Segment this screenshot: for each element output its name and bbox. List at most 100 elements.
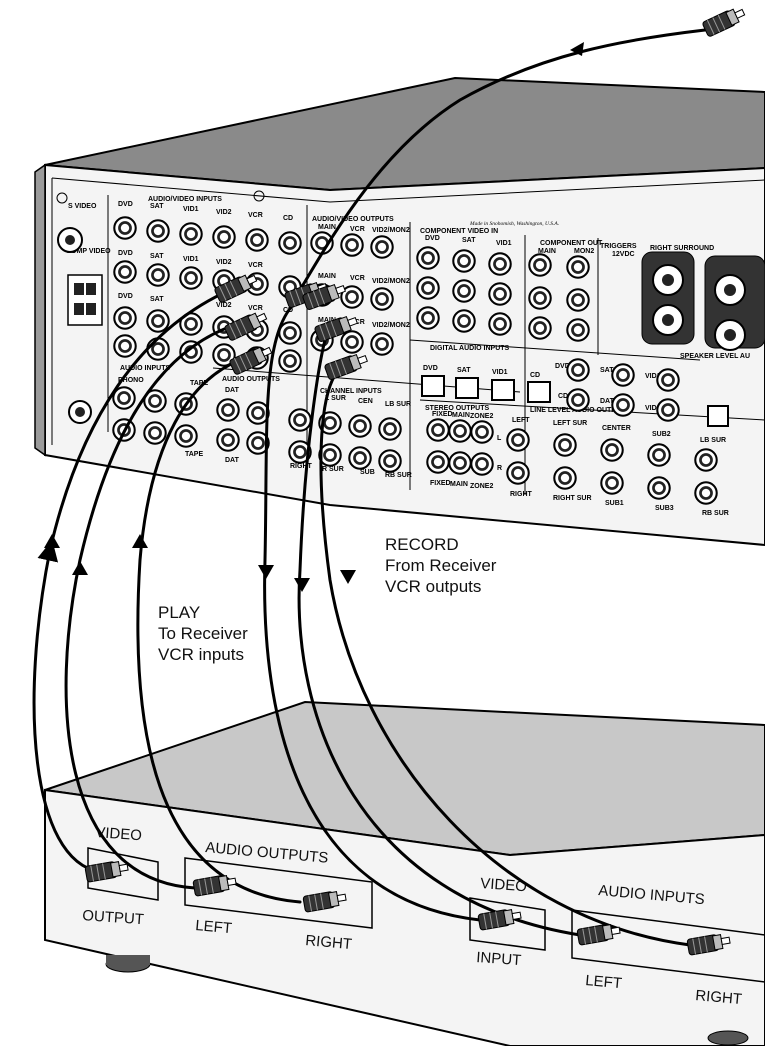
jack-label-zone2: ZONE2: [470, 413, 493, 420]
rca-jack: [648, 444, 670, 466]
jack-label-vid2mon2-1: VID2/MON2: [372, 227, 410, 234]
jack-label-sat-d: SAT: [457, 367, 471, 374]
rca-jack: [371, 236, 393, 258]
label-made-in: Made in Snohomish, Washington, U.S.A.: [469, 221, 559, 227]
rca-jack: [213, 226, 235, 248]
rca-jack: [114, 307, 136, 329]
jack-label-vid2-1: VID2: [216, 209, 232, 216]
rca-jack: [147, 310, 169, 332]
jack-label-vcr-2: VCR: [248, 262, 263, 269]
jack-label-fixed-2: FIXED: [430, 480, 451, 487]
jack-label-sub: SUB: [360, 469, 375, 476]
label-digital-audio-inputs: DIGITAL AUDIO INPUTS: [430, 345, 510, 352]
vcr-video-input-title: VIDEO: [480, 875, 528, 895]
rca-jack: [371, 288, 393, 310]
jack-label-fixed: FIXED: [432, 411, 453, 418]
rca-jack: [489, 283, 511, 305]
label-av-inputs: AUDIO/VIDEO INPUTS: [148, 196, 222, 203]
jack-label-l: L: [497, 435, 502, 442]
jack-label-vcr-o1: VCR: [350, 226, 365, 233]
annotation-record: RECORD From Receiver VCR outputs: [385, 534, 496, 597]
rca-jack: [341, 331, 363, 353]
jack-label-cd-1: CD: [283, 215, 293, 222]
label-av-outputs: AUDIO/VIDEO OUTPUTS: [312, 216, 394, 223]
label-right-surround: RIGHT SURROUND: [650, 245, 714, 252]
jack-label-dvd-d: DVD: [423, 365, 438, 372]
jack-label-main-zone-2: MAIN: [450, 481, 468, 488]
rca-jack: [567, 319, 589, 341]
jack-label-right-sur: RIGHT SUR: [553, 495, 592, 502]
rca-jack: [453, 310, 475, 332]
jack-label-svideo: S VIDEO: [68, 203, 97, 210]
rca-jack: [279, 350, 301, 372]
rca-jack: [217, 399, 239, 421]
annotation-play-line-2: To Receiver: [158, 623, 248, 644]
jack-label-left: LEFT: [512, 417, 530, 424]
rca-jack: [489, 313, 511, 335]
jack-label-dat: DAT: [225, 387, 240, 394]
rca-jack: [217, 429, 239, 451]
rca-jack: [471, 421, 493, 443]
rca-jack: [147, 220, 169, 242]
rca-jack: [529, 287, 551, 309]
jack-label-right: RIGHT: [290, 463, 313, 470]
rca-jack: [114, 261, 136, 283]
rca-jack: [427, 451, 449, 473]
jack-label-dvd-2: DVD: [118, 250, 133, 257]
rca-jack: [648, 477, 670, 499]
jack-label-vid1-c: VID1: [496, 240, 512, 247]
vcr: VIDEO OUTPUT AUDIO OUTPUTS LEFT RIGHT VI…: [45, 702, 765, 1046]
rca-jack: [567, 389, 589, 411]
rca-plug: [702, 5, 747, 37]
jack-label-dat-2: DAT: [225, 457, 240, 464]
jack-label-vid1-d: VID1: [492, 369, 508, 376]
rca-jack: [471, 453, 493, 475]
rca-jack: [554, 434, 576, 456]
jack-label-vid2-3: VID2: [216, 302, 232, 309]
rca-jack: [144, 422, 166, 444]
rca-jack: [567, 359, 589, 381]
rca-jack: [612, 364, 634, 386]
jack-label-sat-c: SAT: [462, 237, 476, 244]
rca-jack: [657, 399, 679, 421]
rca-jack: [453, 280, 475, 302]
rca-jack: [114, 335, 136, 357]
rca-jack: [529, 317, 551, 339]
rca-jack: [180, 223, 202, 245]
rca-jack: [449, 420, 471, 442]
jack-label-vcr-3: VCR: [248, 305, 263, 312]
rca-jack: [147, 338, 169, 360]
jack-label-main-zone: MAIN: [452, 412, 470, 419]
arrow-play-1: [44, 534, 60, 548]
label-component-video-in: COMPONENT VIDEO IN: [420, 228, 498, 235]
rca-jack: [180, 267, 202, 289]
label-audio-outputs-rcv: AUDIO OUTPUTS: [222, 376, 280, 383]
jack-label-main-2: MAIN: [318, 273, 336, 280]
jack-label-left-sur: LEFT SUR: [553, 420, 587, 427]
jack-label-r-sur: R SUR: [322, 466, 344, 473]
jack-label-dvd-3: DVD: [118, 293, 133, 300]
jack-label-cen: CEN: [358, 398, 373, 405]
jack-label-sat-3: SAT: [150, 296, 164, 303]
rca-jack: [567, 256, 589, 278]
vcr-video-input-sub: INPUT: [476, 949, 522, 969]
jack-label-trig12: 12VDC: [612, 251, 635, 258]
rca-jack: [601, 472, 623, 494]
jack-label-rb-sur-2: RB SUR: [702, 510, 729, 517]
jack-label-zone2-2: ZONE2: [470, 483, 493, 490]
jack-label-sub2: SUB2: [652, 431, 671, 438]
arrow-rec-1: [258, 565, 274, 579]
rca-jack: [379, 418, 401, 440]
rca-jack: [371, 333, 393, 355]
arrow-play-3: [132, 534, 148, 548]
jack-label-r: R: [497, 465, 502, 472]
jack-label-tape-2: TAPE: [185, 451, 203, 458]
rca-jack: [147, 264, 169, 286]
rca-jack: [449, 452, 471, 474]
vcr-audio-outputs-left: LEFT: [195, 917, 233, 937]
vcr-audio-inputs-left: LEFT: [585, 972, 623, 992]
rca-jack: [289, 409, 311, 431]
rca-jack: [175, 425, 197, 447]
jack-label-mon2: MON2: [574, 248, 594, 255]
annotation-play-line-1: PLAY: [158, 602, 248, 623]
